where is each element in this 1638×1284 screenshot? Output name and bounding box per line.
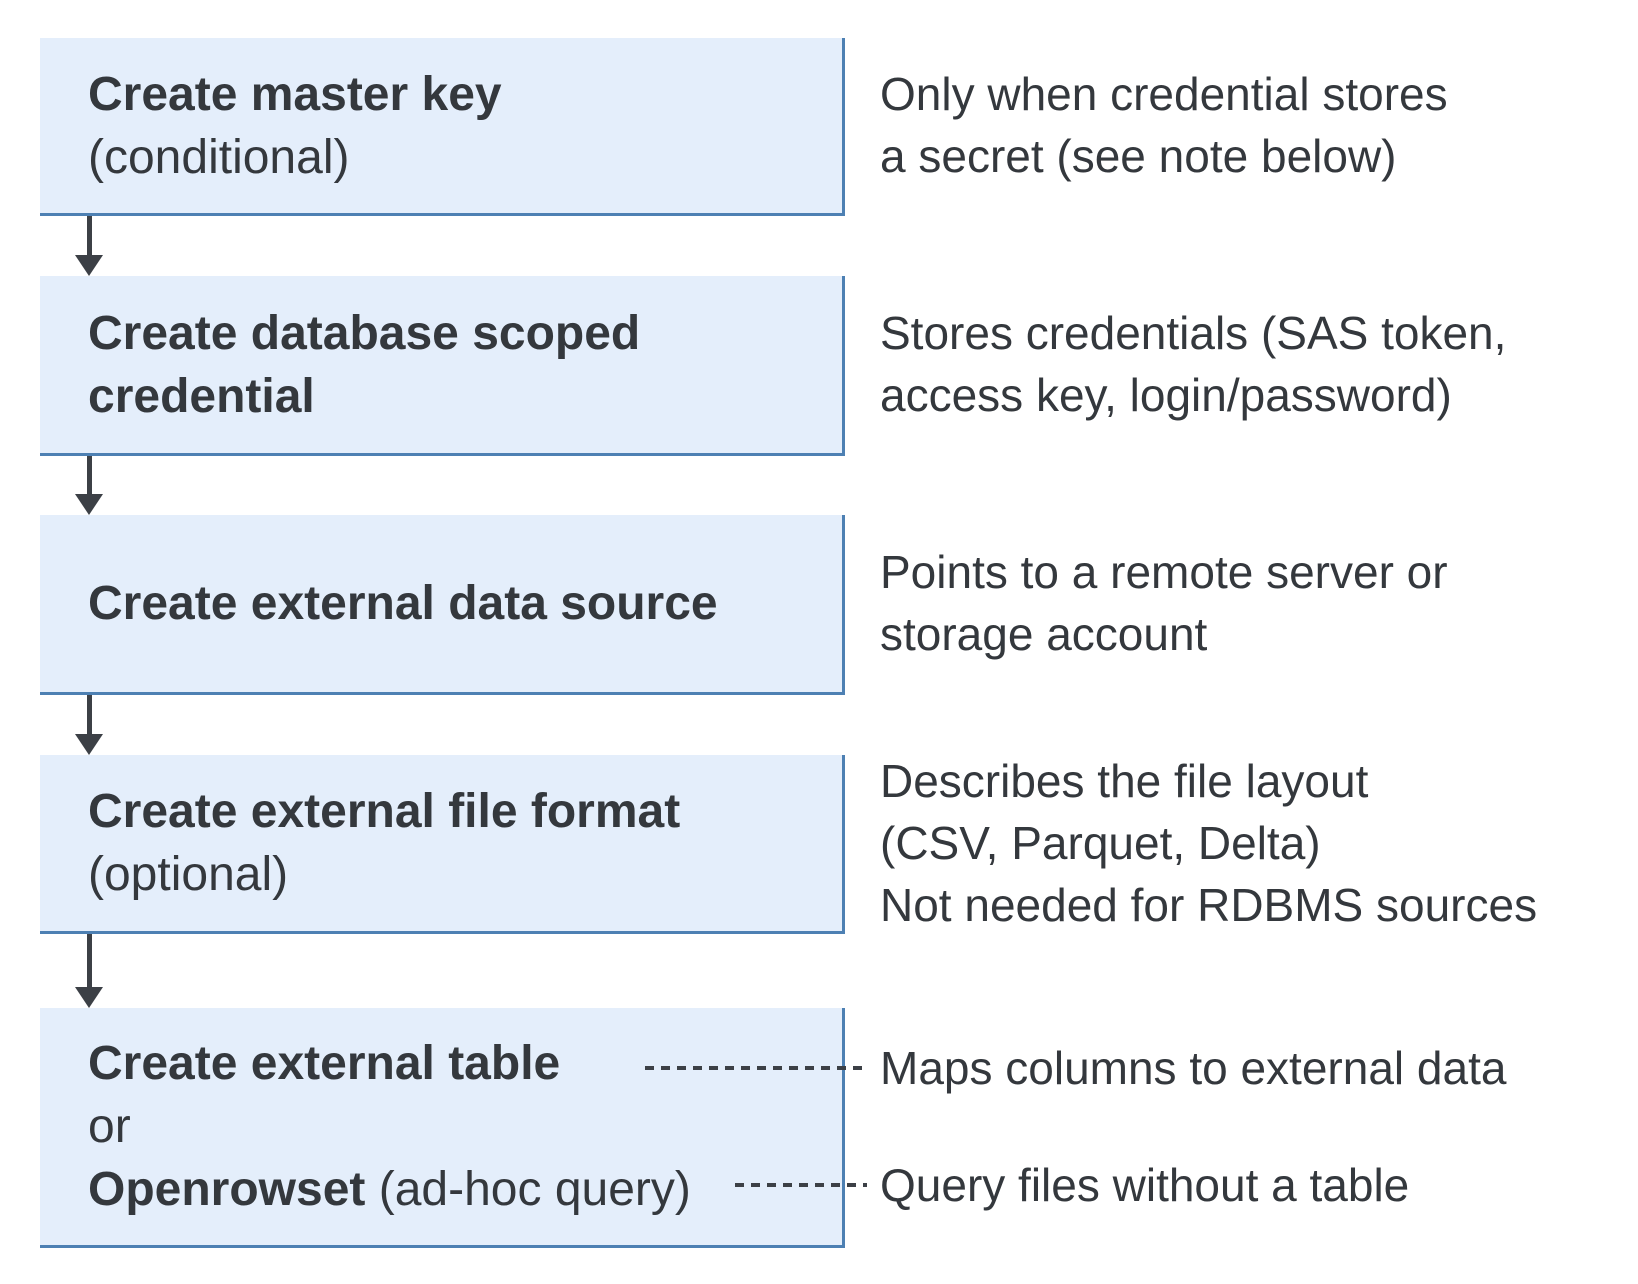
note-master-key: Only when credential stores a secret (se… — [880, 68, 1448, 182]
step-subtitle: (conditional) — [88, 130, 350, 184]
down-arrow-1 — [72, 216, 106, 276]
dashed-connector-openrowset — [735, 1183, 867, 1187]
step-box-create-master-key: Create master key (conditional) — [40, 38, 845, 216]
note-external-table: Maps columns to external data — [880, 1042, 1507, 1094]
step-alt-suffix: (ad-hoc query) — [365, 1163, 691, 1216]
arrow-head — [75, 734, 103, 755]
down-arrow-4 — [72, 934, 106, 1008]
step-title: Create external table — [88, 1037, 561, 1090]
step-alt-line: Openrowset (ad-hoc query) — [88, 1158, 842, 1221]
step-box-create-database-scoped-credential: Create database scoped credential — [40, 276, 845, 456]
arrow-shaft — [86, 934, 92, 987]
step-title: Create external file format — [88, 785, 681, 838]
dashed-connector-external-table — [645, 1066, 867, 1070]
or-label: or — [88, 1100, 131, 1153]
step-alt-title: Openrowset — [88, 1163, 366, 1216]
note-openrowset: Query files without a table — [880, 1159, 1410, 1211]
down-arrow-3 — [72, 695, 106, 755]
note-database-scoped-credential: Stores credentials (SAS token, access ke… — [880, 307, 1507, 421]
step-box-create-external-table-or-openrowset: Create external table or Openrowset (ad-… — [40, 1008, 845, 1248]
step-title: Create external data source — [88, 577, 718, 630]
arrow-shaft — [86, 456, 92, 494]
step-box-create-external-data-source: Create external data source — [40, 515, 845, 695]
arrow-head — [75, 987, 103, 1008]
down-arrow-2 — [72, 456, 106, 515]
arrow-head — [75, 255, 103, 276]
step-title: Create database scoped credential — [88, 306, 641, 423]
arrow-shaft — [86, 695, 92, 734]
arrow-head — [75, 494, 103, 515]
note-external-data-source: Points to a remote server or storage acc… — [880, 546, 1448, 660]
step-subtitle: (optional) — [88, 848, 289, 901]
step-box-create-external-file-format: Create external file format (optional) — [40, 755, 845, 934]
note-external-file-format: Describes the file layout (CSV, Parquet,… — [880, 755, 1538, 931]
step-title: Create master key — [88, 67, 502, 121]
arrow-shaft — [86, 216, 92, 255]
